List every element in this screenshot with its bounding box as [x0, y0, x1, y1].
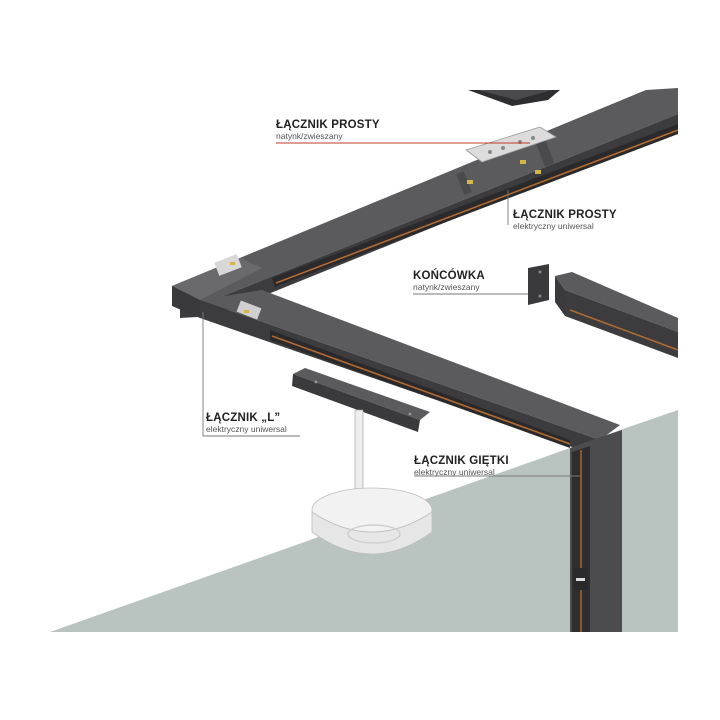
right-rail-top	[555, 272, 678, 332]
back-rail-plug-2	[535, 170, 541, 174]
ceiling-fragment-edge	[478, 90, 552, 100]
endcap-plate	[528, 264, 549, 305]
front-rail-top	[200, 290, 620, 440]
label-title: KOŃCÓWKA	[413, 270, 485, 282]
back-rail-join-1	[456, 171, 472, 195]
label-flex-connector: ŁĄCZNIK GIĘTKI elektryczny uniwersal	[414, 455, 509, 478]
endcap-hole-2	[538, 294, 542, 298]
right-rail-copper	[569, 309, 679, 351]
front-rail-copper	[271, 335, 571, 445]
back-rail-copper	[275, 129, 679, 284]
corner-block-side	[172, 286, 200, 318]
corner-connector	[214, 254, 242, 276]
label-subtitle: elektryczny uniwersal	[513, 221, 594, 232]
pendant-rod	[354, 409, 364, 499]
label-title: ŁĄCZNIK GIĘTKI	[414, 455, 509, 467]
lamp-ring	[347, 524, 401, 544]
label-straight-connector-top: ŁĄCZNIK PROSTY natynk/zwieszany	[276, 119, 380, 142]
corner-block-top	[172, 258, 262, 300]
back-rail-plug-1	[520, 160, 526, 164]
pendant-track-hole-1	[314, 380, 318, 384]
label-title: ŁĄCZNIK PROSTY	[276, 119, 380, 131]
plate-hole-4	[531, 136, 535, 140]
right-rail-face	[565, 290, 678, 358]
label-subtitle: elektryczny uniwersal	[206, 424, 287, 435]
label-end-cap: KOŃCÓWKA natynk/zwieszany	[413, 270, 485, 293]
right-rail-side	[555, 276, 565, 316]
label-subtitle: natynk/zwieszany	[413, 282, 480, 293]
endcap-hole-1	[538, 270, 542, 274]
back-rail-join-2	[535, 139, 555, 167]
label-subtitle: elektryczny uniwersal	[414, 467, 495, 478]
label-straight-connector-electric: ŁĄCZNIK PROSTY elektryczny uniwersal	[513, 209, 617, 232]
plate-hole-2	[501, 146, 505, 150]
back-rail-top	[172, 88, 678, 304]
label-l-connector: ŁĄCZNIK „L” elektryczny uniwersal	[206, 412, 287, 435]
flex-joint-mark	[576, 578, 585, 581]
pendant-track-top	[293, 368, 430, 420]
wall-surface	[50, 448, 570, 632]
back-rail-plug-3	[467, 180, 473, 184]
label-title: ŁĄCZNIK „L”	[206, 412, 281, 424]
plate-hole-1	[488, 150, 492, 154]
label-title: ŁĄCZNIK PROSTY	[513, 209, 617, 221]
label-subtitle: natynk/zwieszany	[276, 131, 343, 142]
corner-plug	[230, 262, 235, 265]
pendant-track-hole-2	[408, 412, 412, 416]
pendant-track-side	[292, 374, 420, 432]
front-rail-plug	[244, 310, 249, 313]
